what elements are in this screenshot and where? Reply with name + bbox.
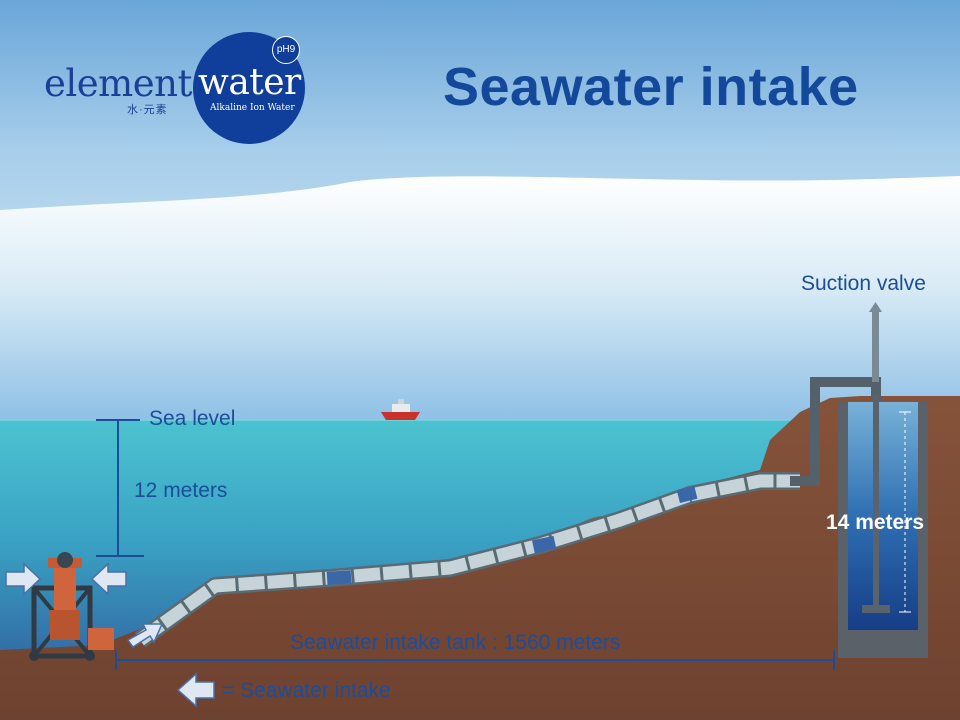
intake-arrow-icon	[90, 562, 127, 596]
logo-wordmark-element: element	[44, 62, 192, 105]
pipe-joint	[326, 570, 352, 585]
logo-chinese-text: 水·元素	[127, 104, 168, 116]
pipe-joint	[676, 486, 698, 503]
pipe-length-label: Seawater intake tank : 1560 meters	[290, 631, 621, 654]
sea-level-label: Sea level	[149, 407, 236, 430]
logo-subtitle: Alkaline Ion Water	[210, 103, 295, 113]
suction-valve-stem	[872, 312, 879, 382]
tank-depth-label: 14 meters	[826, 511, 925, 534]
tank-water	[848, 402, 918, 630]
intake-arrow-icon	[5, 562, 42, 596]
intake-arrow-icon	[126, 623, 164, 649]
logo-wordmark-water: water	[198, 62, 301, 103]
tank-suction-pipe	[873, 395, 879, 610]
legend-label: = Seawater intake	[222, 679, 391, 702]
logo-ph-badge: pH9	[272, 36, 300, 64]
pipe-joint	[531, 535, 557, 554]
page-title: Seawater intake	[443, 57, 859, 117]
legend-arrow-icon	[176, 672, 215, 708]
horizon-haze	[0, 176, 960, 420]
suction-valve-tip	[869, 302, 882, 312]
seabed	[0, 396, 960, 720]
sea-depth-label: 12 meters	[134, 479, 228, 502]
tank-suction-foot	[862, 605, 890, 613]
suction-valve-label: Suction valve	[801, 272, 926, 295]
pump-icon	[29, 552, 114, 661]
ship-icon	[381, 399, 420, 420]
